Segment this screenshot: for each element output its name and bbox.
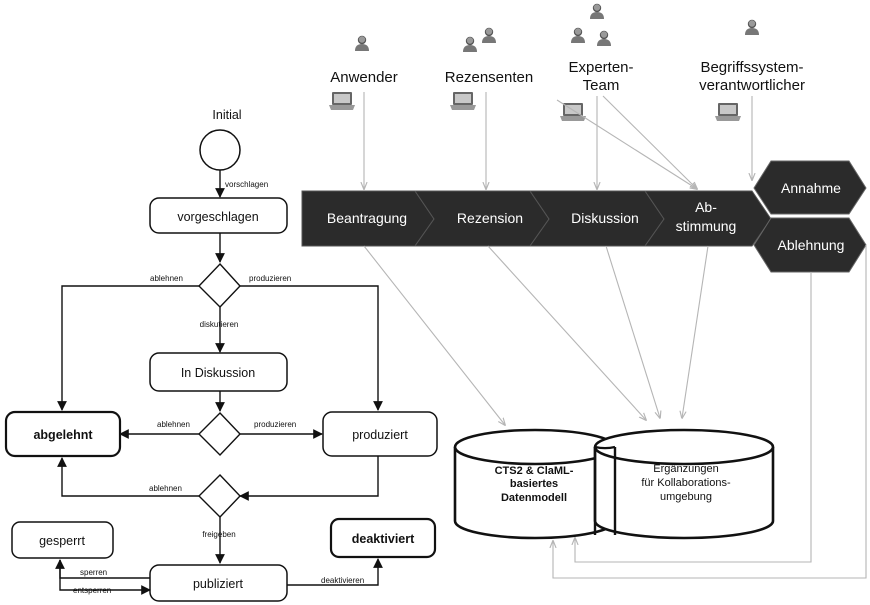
label-produzieren-2: produzieren	[254, 420, 296, 429]
step-abstimmung-label-2: stimmung	[676, 218, 737, 234]
label-entsperren: entsperren	[73, 586, 111, 595]
state-abgelehnt	[4, 410, 122, 458]
edge-publiziert-deaktiviert	[287, 558, 383, 586]
role-rezensenten: Rezensenten	[445, 69, 533, 86]
db-left-line-3: Datenmodell	[501, 492, 567, 504]
laptop-icon	[329, 92, 355, 110]
connector-experten-abstimmung-2	[556, 99, 697, 189]
edge-produziert-decision3	[239, 456, 379, 501]
state-vorgeschlagen	[149, 197, 288, 234]
step-rezension-label: Rezension	[457, 210, 523, 226]
state-vorgeschlagen-label: vorgeschlagen	[177, 210, 258, 224]
role-begriffssystem-2: verantwortlicher	[699, 77, 805, 94]
state-deaktiviert	[329, 517, 437, 559]
label-ablehnen-2: ablehnen	[157, 420, 190, 429]
label-ablehnen-3: ablehnen	[149, 484, 182, 493]
laptop-icon	[715, 103, 741, 121]
laptop-icon	[450, 92, 476, 110]
step-ablehnung	[753, 217, 867, 273]
connector-ablehnung-db	[553, 245, 867, 579]
connector-annahme-db	[575, 272, 812, 563]
person-icon	[355, 35, 369, 51]
label-diskutieren: diskutieren	[200, 320, 239, 329]
step-abstimmung	[644, 190, 772, 247]
step-ablehnung-label: Ablehnung	[778, 237, 845, 253]
label-sperren: sperren	[80, 568, 107, 577]
label-vorschlagen: vorschlagen	[225, 180, 268, 189]
role-anwender: Anwender	[330, 69, 398, 86]
state-abgelehnt-label: abgelehnt	[33, 428, 93, 442]
state-deaktiviert-label: deaktiviert	[352, 532, 415, 546]
state-publiziert	[149, 564, 288, 602]
person-icon	[590, 3, 604, 19]
person-icon	[745, 19, 759, 35]
db-right-line-2: für Kollaborations-	[641, 477, 731, 489]
decision-node-1	[198, 262, 241, 309]
db-overlap-top	[594, 445, 616, 450]
laptop-icon	[560, 103, 586, 121]
label-ablehnen-1: ablehnen	[150, 274, 183, 283]
role-experten-2: Team	[583, 77, 620, 94]
label-freigeben: freigeben	[202, 530, 235, 539]
initial-label: Initial	[212, 108, 241, 122]
roles: Anwender Rezensenten Experten- Team Begr…	[329, 3, 805, 121]
step-annahme-label: Annahme	[781, 180, 841, 196]
db-right-body	[593, 447, 775, 540]
label-deaktivieren: deaktivieren	[321, 576, 364, 585]
db-right-line-3: umgebung	[660, 491, 712, 503]
edge-decision1-produziert	[240, 285, 383, 411]
connector-beantragung-db	[363, 245, 505, 425]
step-abstimmung-label-1: Ab-	[695, 199, 717, 215]
edge-gesperrt-publiziert	[59, 560, 151, 595]
state-publiziert-label: publiziert	[193, 577, 244, 591]
state-gesperrt	[11, 521, 114, 559]
state-produziert	[322, 411, 438, 457]
state-in-diskussion	[149, 352, 288, 392]
role-connectors	[364, 92, 752, 189]
initial-node	[199, 129, 241, 171]
person-icon	[482, 27, 496, 43]
db-right-top	[593, 428, 775, 466]
lifecycle-diagram: Initial vorschlagen vorgeschlagen ablehn…	[4, 108, 438, 602]
database-connectors	[363, 245, 867, 579]
connector-experten-abstimmung	[602, 95, 697, 189]
edge-decision1-abgelehnt	[57, 285, 199, 411]
state-produziert-label: produziert	[352, 428, 408, 442]
decision-node-2	[198, 411, 241, 457]
person-icon	[571, 27, 585, 43]
connector-diskussion-db	[605, 245, 660, 418]
person-icon	[463, 36, 477, 52]
label-produzieren-1: produzieren	[249, 274, 291, 283]
step-beantragung-label: Beantragung	[327, 210, 407, 226]
role-begriffssystem-1: Begriffssystem-	[700, 59, 803, 76]
database: CTS2 & ClaML- basiertes Datenmodell Ergä…	[453, 428, 775, 540]
db-left-line-1: CTS2 & ClaML-	[495, 465, 574, 477]
db-right-line-1: Ergänzungen	[653, 463, 718, 475]
edge-decision3-abgelehnt	[57, 457, 199, 497]
state-in-diskussion-label: In Diskussion	[181, 366, 255, 380]
person-icon	[597, 30, 611, 46]
decision-node-3	[198, 473, 241, 519]
connector-rezension-db	[487, 245, 646, 420]
process-bar: Beantragung Rezension Diskussion Ab- sti…	[301, 160, 867, 273]
connector-abstimmung-db	[682, 245, 709, 418]
step-annahme	[753, 160, 867, 215]
state-gesperrt-label: gesperrt	[39, 534, 85, 548]
role-experten-1: Experten-	[568, 59, 633, 76]
db-left-line-2: basiertes	[510, 478, 558, 490]
step-diskussion-label: Diskussion	[571, 210, 639, 226]
db-left-top	[453, 428, 617, 466]
